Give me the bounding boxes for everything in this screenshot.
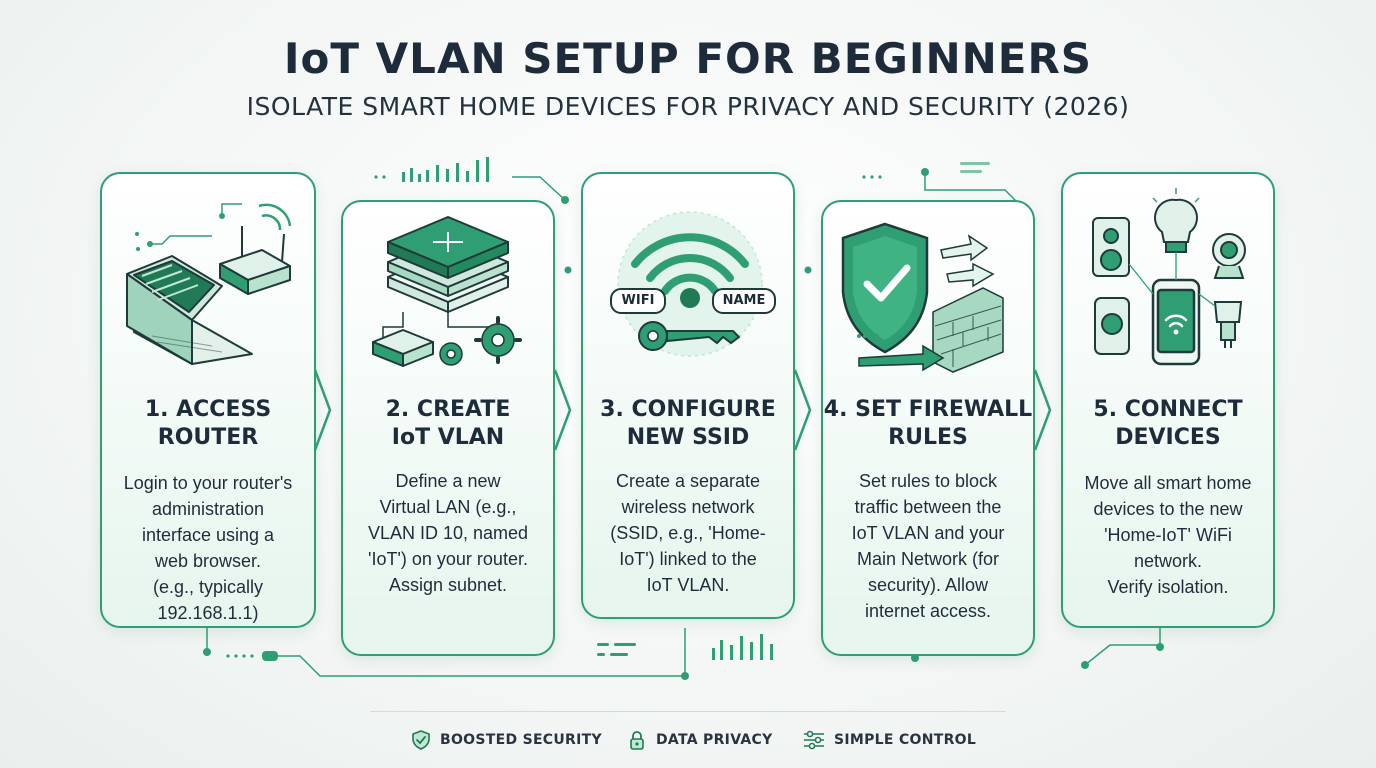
shield-check-icon xyxy=(412,730,430,750)
feature-data-privacy: DATA PRIVACY xyxy=(626,728,773,752)
step-description: Set rules to block traffic between the I… xyxy=(851,471,1005,621)
feature-label: SIMPLE CONTROL xyxy=(834,732,977,748)
page-title: IoT VLAN SETUP FOR BEGINNERS xyxy=(283,34,1093,83)
padlock-icon xyxy=(630,731,644,750)
feature-boosted-security: BOOSTED SECURITY xyxy=(410,728,602,752)
step-title: 1. ACCESS ROUTER xyxy=(144,397,272,450)
step-card-5: 5. CONNECT DEVICES Move all smart home d… xyxy=(1061,172,1275,628)
step-card-4: + 4. SET FIREWALL RULES Set rules to blo… xyxy=(821,200,1035,656)
sliders-icon xyxy=(804,730,824,750)
shield-firewall-icon: + xyxy=(841,222,1004,373)
name-tag: NAME xyxy=(712,288,776,314)
feature-label: DATA PRIVACY xyxy=(656,732,773,748)
page-subtitle: ISOLATE SMART HOME DEVICES FOR PRIVACY A… xyxy=(246,92,1130,121)
step-description: Define a new Virtual LAN (e.g., VLAN ID … xyxy=(367,471,529,595)
step-card-2: 2. CREATE IoT VLAN Define a new Virtual … xyxy=(341,200,555,656)
step-card-3: WIFI NAME 3. CONFIGURE NEW SSID Create a… xyxy=(581,172,795,619)
laptop-router-icon xyxy=(126,203,292,365)
network-layers-icon xyxy=(372,216,522,367)
wifi-tag: WIFI xyxy=(610,288,666,314)
step-title: 4. SET FIREWALL RULES xyxy=(823,397,1033,450)
feature-label: BOOSTED SECURITY xyxy=(440,732,602,748)
smart-devices-icon xyxy=(1092,188,1246,366)
step-description: Create a separate wireless network (SSID… xyxy=(610,471,766,595)
step-description: Login to your router's administration in… xyxy=(123,473,293,623)
step-card-1: 1. ACCESS ROUTER Login to your router's … xyxy=(100,172,316,628)
wifi-key-icon xyxy=(617,211,763,357)
step-title: 5. CONNECT DEVICES xyxy=(1093,397,1243,450)
step-title: 2. CREATE IoT VLAN xyxy=(385,397,511,450)
footer-divider xyxy=(370,711,1006,712)
feature-simple-control: SIMPLE CONTROL xyxy=(802,728,976,752)
step-description: Move all smart home devices to the new '… xyxy=(1084,473,1252,597)
svg-text:+: + xyxy=(853,313,863,327)
step-title: 3. CONFIGURE NEW SSID xyxy=(600,397,776,450)
